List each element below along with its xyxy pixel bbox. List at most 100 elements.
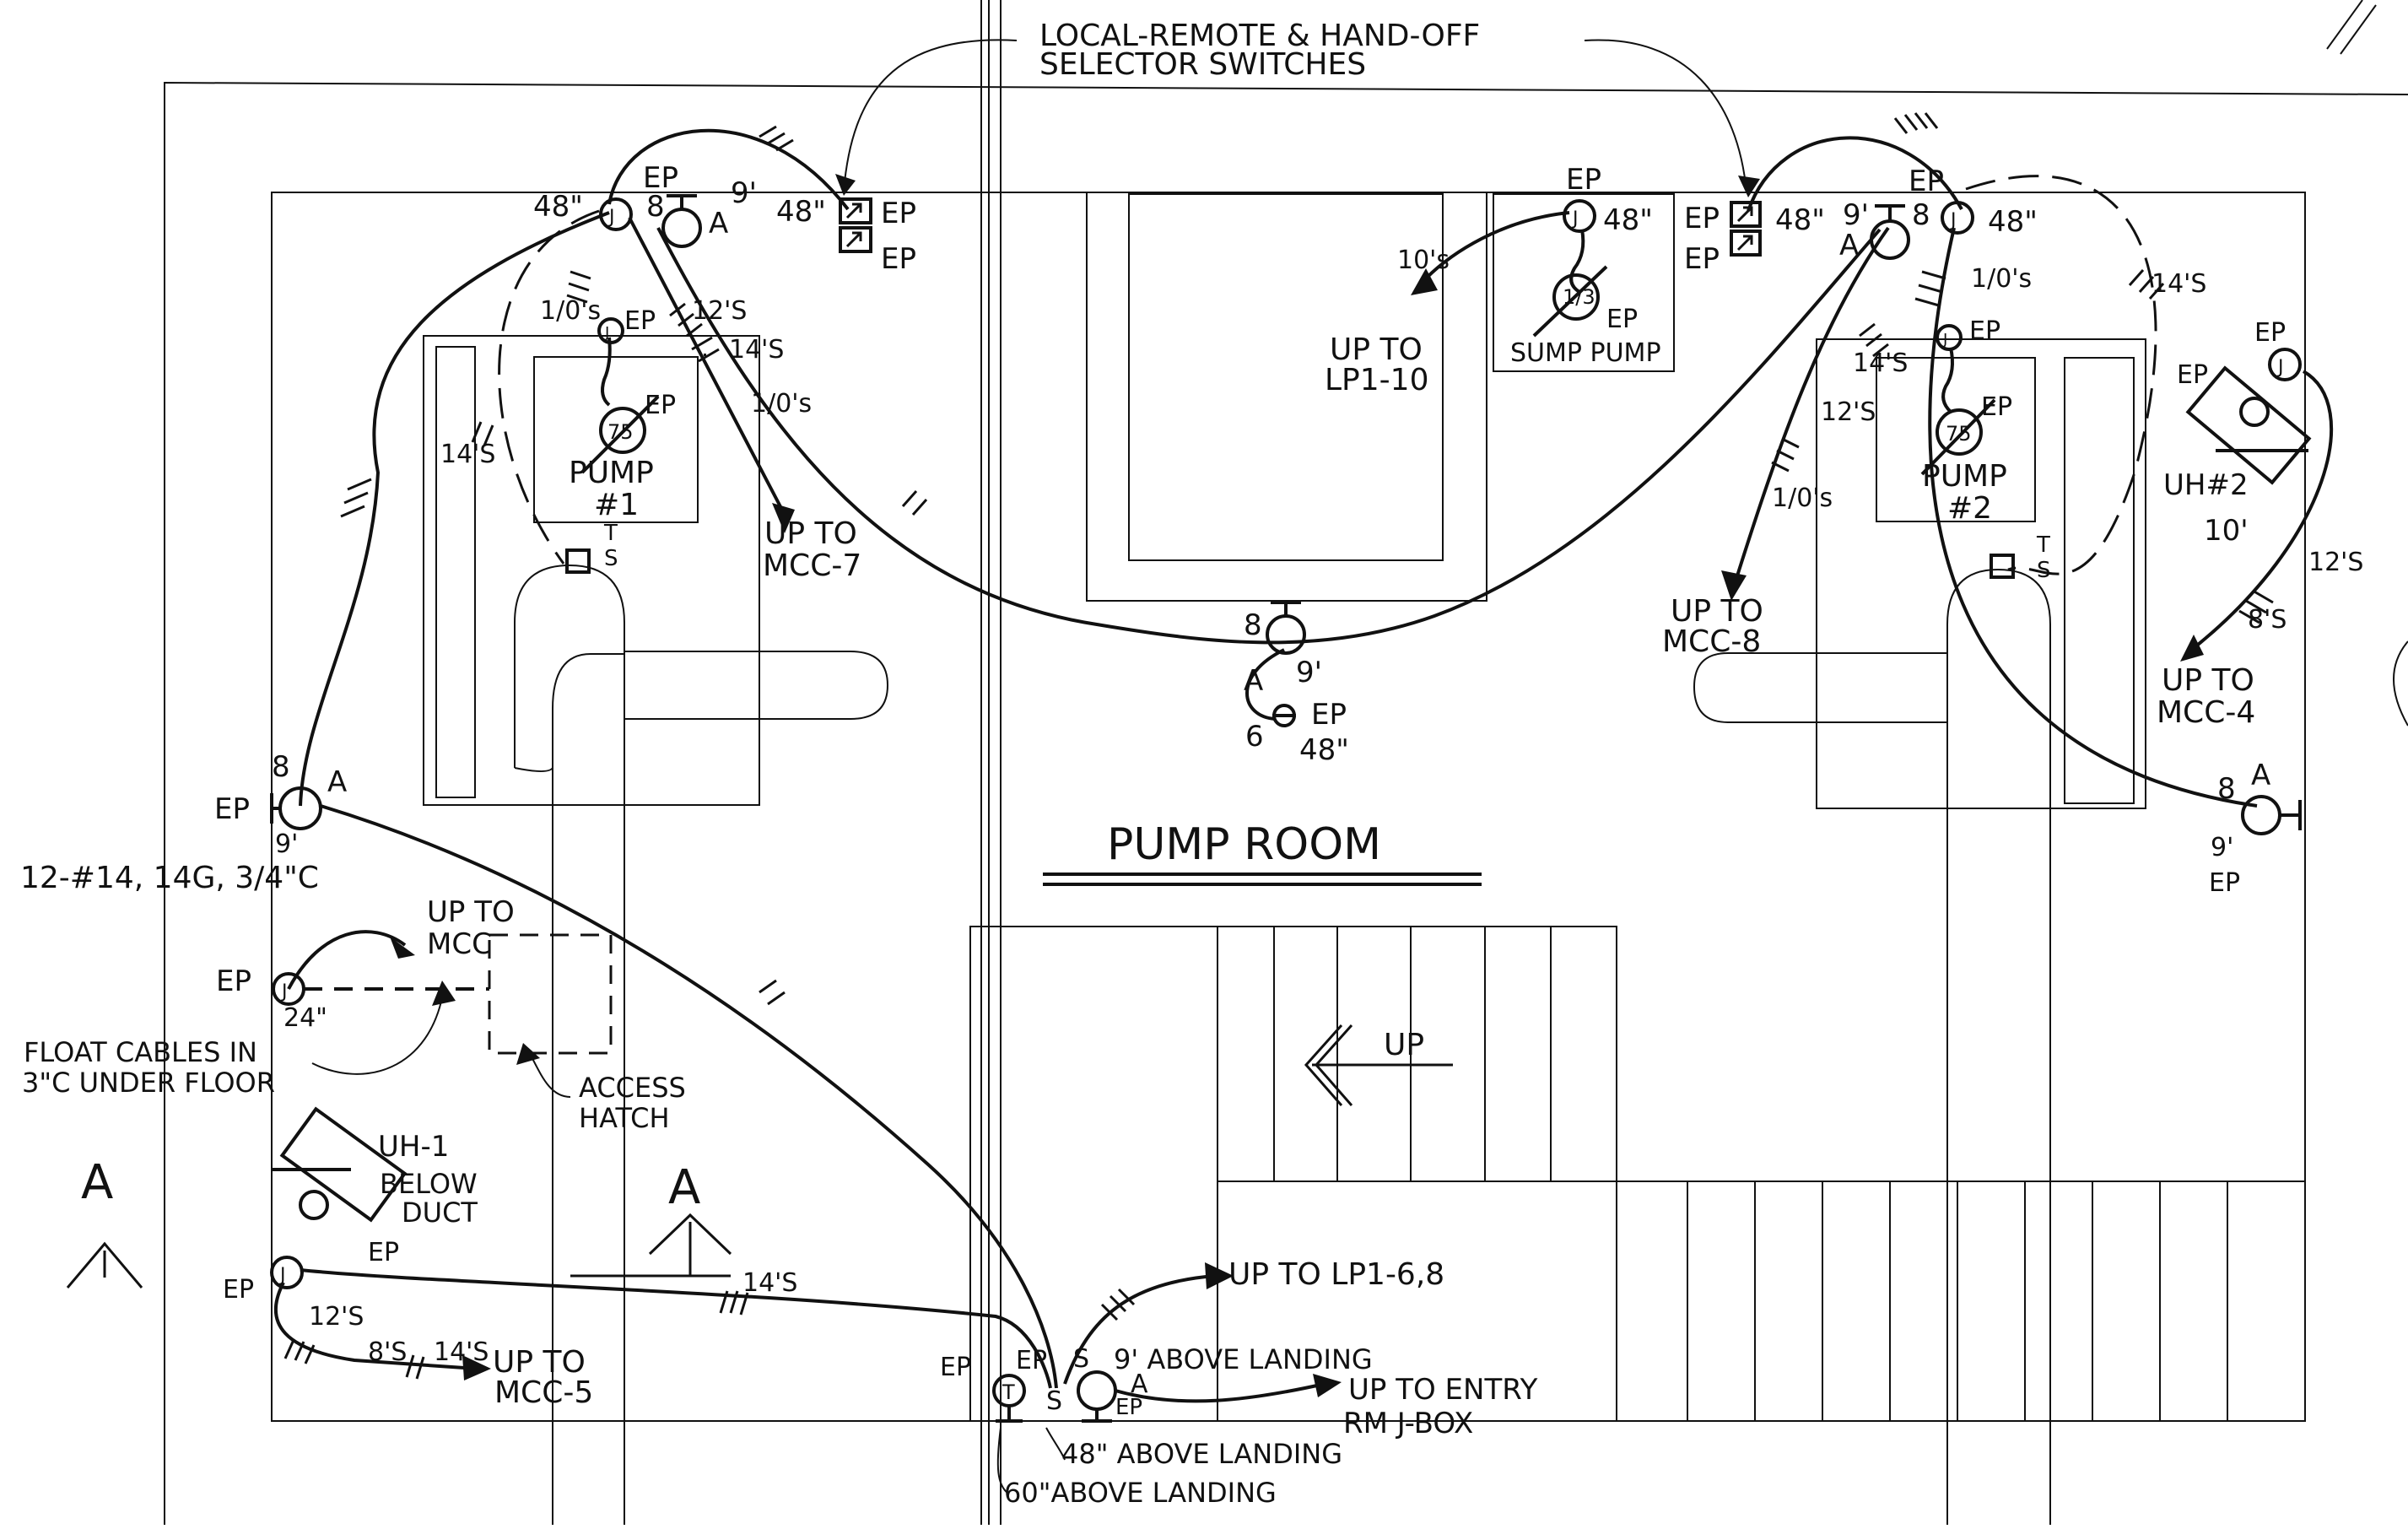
- selector-callout-line1: LOCAL-REMOTE & HAND-OFF: [1039, 19, 1480, 53]
- title-underline: [1043, 873, 1482, 886]
- right-j-height: 48": [1988, 205, 2038, 239]
- south-receptacle: [1077, 1370, 1117, 1423]
- right-j-ep: EP: [1909, 165, 1944, 198]
- uh1-label: UH-1: [378, 1130, 449, 1164]
- left-cond-14s-b: 14'S: [440, 440, 495, 469]
- left-wall-9: 9': [275, 829, 298, 859]
- uh2-ep2: EP: [2177, 360, 2208, 390]
- left-ts-s: S: [604, 546, 618, 571]
- left-pump-motor: [580, 395, 660, 474]
- section-marker-a-right: [570, 1213, 732, 1278]
- right-pump-number: #2: [1947, 491, 1992, 526]
- left-cond-14s-a: 14'S: [729, 335, 784, 365]
- svg-text:J: J: [607, 207, 615, 228]
- south-cond-14s: 14'S: [742, 1268, 797, 1298]
- circuits: [273, 39, 2334, 1494]
- right-motor-ep: EP: [1981, 392, 2012, 422]
- left-j2-ep: EP: [624, 306, 656, 336]
- center-box-a: A: [1244, 664, 1263, 698]
- stair-up: UP: [1384, 1028, 1424, 1062]
- uh1-duct: DUCT: [402, 1197, 478, 1229]
- cable-spec: 12-#14, 14G, 3/4"C: [20, 861, 319, 895]
- left-mcc7: MCC-7: [763, 548, 861, 583]
- right-cond-10s-b: 1/0's: [1772, 484, 1833, 513]
- left-outlet-box: [661, 194, 702, 248]
- right-j2-ep: EP: [1969, 316, 2000, 346]
- right-wall-9: 9': [2211, 833, 2233, 862]
- left-j-ep: EP: [643, 161, 678, 195]
- center-rec-ep: EP: [1311, 698, 1347, 732]
- right-wall-8: 8: [2217, 772, 2236, 806]
- left-cond-10s: 1/0's: [540, 296, 601, 326]
- svg-text:J: J: [604, 324, 609, 342]
- uh1-j-ep: EP: [223, 1275, 254, 1305]
- right-ts-s: S: [2037, 558, 2051, 583]
- section-a-left: A: [81, 1155, 113, 1210]
- left-box-a: A: [709, 207, 728, 240]
- access-hatch-line2: HATCH: [579, 1102, 670, 1134]
- right-pump-label: PUMP: [1922, 459, 2007, 494]
- uh2-unit-heater: J: [2185, 348, 2312, 485]
- left-wall-ep: EP: [214, 792, 250, 826]
- right-box-9: 9': [1843, 198, 1869, 232]
- left-selector-switches: [839, 197, 872, 253]
- west-j-ep: EP: [216, 964, 251, 998]
- center-up-to: UP TO: [1330, 332, 1423, 367]
- left-box-9: 9': [731, 176, 757, 210]
- center-rec-6: 6: [1245, 720, 1264, 754]
- svg-text:J: J: [278, 1265, 286, 1286]
- left-wall-a: A: [327, 765, 347, 799]
- sump-motor-ep: EP: [1606, 305, 1638, 334]
- west-up-to: UP TO: [427, 895, 515, 929]
- right-cond-14s-b: 14'S: [2152, 269, 2206, 299]
- sump-j-height: 48": [1603, 203, 1653, 237]
- right-box-a: A: [1839, 229, 1859, 262]
- tick-marks: [283, 112, 2274, 1380]
- right-wall-a: A: [2251, 759, 2270, 792]
- left-pump-number: #1: [594, 488, 639, 522]
- left-selector-ep2: EP: [881, 242, 916, 276]
- south-s-label: S: [1073, 1344, 1089, 1374]
- south-t-label: T: [1002, 1380, 1015, 1404]
- right-selector-ep1: EP: [1684, 202, 1720, 235]
- sump-motor: [1532, 265, 1608, 338]
- walls: [164, 0, 2408, 1525]
- svg-text:J: J: [2276, 357, 2284, 378]
- left-cond-10s-b: 1/0's: [751, 389, 812, 419]
- south-thermostat: [992, 1374, 1026, 1423]
- left-box-8: 8: [646, 190, 665, 224]
- left-wall-outlet: [270, 786, 322, 830]
- uh1-unit-heater: J: [270, 1106, 408, 1289]
- left-selector-height: 48": [776, 195, 826, 229]
- selector-callout-line2: SELECTOR SWITCHES: [1039, 47, 1366, 82]
- south-rm-jbox: RM J-BOX: [1343, 1407, 1473, 1440]
- south-a-label: A: [1131, 1370, 1148, 1399]
- uh2-ep1: EP: [2254, 318, 2286, 348]
- south-ep1: EP: [940, 1353, 971, 1382]
- right-mcc8: MCC-8: [1662, 624, 1761, 659]
- south-48-above: 48" ABOVE LANDING: [1061, 1438, 1342, 1470]
- svg-text:J: J: [1949, 210, 1957, 231]
- left-ts-t: T: [603, 521, 618, 546]
- left-motor-hp: 75: [607, 420, 634, 444]
- section-a-right: A: [668, 1160, 700, 1215]
- float-cables-line1: FLOAT CABLES IN: [24, 1036, 257, 1068]
- center-box-8: 8: [1244, 608, 1262, 642]
- uh2-height: 10': [2204, 514, 2249, 548]
- arrowheads: [390, 174, 2204, 1397]
- page-title: PUMP ROOM: [1107, 819, 1381, 870]
- access-hatch-line1: ACCESS: [579, 1072, 686, 1104]
- west-mcc5: MCC-5: [494, 1375, 593, 1410]
- right-junction-2: J: [1936, 324, 1963, 351]
- right-cond-14s-a: 14'S: [1853, 348, 1908, 378]
- right-cond-8s: 8'S: [2248, 605, 2287, 635]
- center-lp110: LP1-10: [1325, 363, 1428, 397]
- uh2-label: UH#2: [2163, 468, 2249, 502]
- left-pump-label: PUMP: [569, 456, 654, 490]
- left-up-to: UP TO: [764, 516, 857, 551]
- svg-text:J: J: [280, 981, 288, 1002]
- south-up-entry: UP TO ENTRY: [1348, 1373, 1538, 1407]
- west-cond-8s: 8'S: [368, 1337, 407, 1367]
- right-mcc4: MCC-4: [2157, 695, 2255, 730]
